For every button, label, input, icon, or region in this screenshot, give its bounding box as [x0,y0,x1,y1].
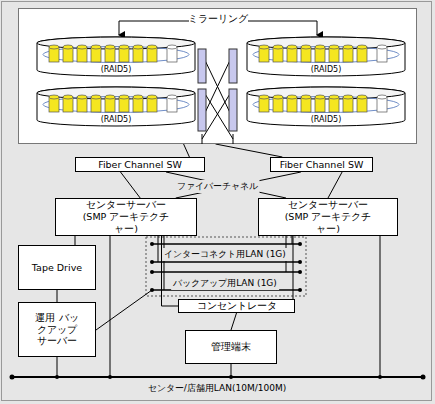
connector [184,144,190,157]
disk-array: (RAID5) [246,86,406,127]
connector [293,236,295,306]
device-box: センターサーバー (SMP アーキテクチャー) [258,198,398,236]
connector [216,144,283,157]
storage-enclosure: ミラーリング (RAID5) (RAID5) (RAID5) (RAID5) [18,8,417,144]
device-box: 運用 バックアップ サーバー [18,302,96,357]
lan-label: バックアップ用LAN (1G) [171,277,279,290]
connector [162,236,179,306]
disk-array: (RAID5) [36,86,196,127]
device-box: Fiber Channel SW [75,157,205,172]
disk-array: (RAID5) [36,36,196,77]
device-label: コンセントレータ [197,300,277,312]
device-label: センターサーバー (SMP アーキテクチャー) [283,199,373,235]
lan-label: センター/店舗用LAN(10M/100M) [146,382,288,395]
device-box: Tape Drive [18,245,96,290]
device-box: センターサーバー (SMP アーキテクチャー) [55,198,197,236]
raid-label: (RAID5) [246,115,406,125]
connector [231,313,237,330]
raid-label: (RAID5) [246,65,406,75]
lan-label: インターコネクト用LAN (1G) [162,248,288,261]
device-label: 管理端末 [211,341,251,353]
mirroring-label: ミラーリング [19,13,416,26]
device-label: Tape Drive [32,262,82,274]
connector [57,290,58,302]
connector [328,172,342,198]
device-label: センターサーバー (SMP アーキテクチャー) [81,199,171,235]
device-label: Fiber Channel SW [98,159,182,171]
connector [121,172,141,198]
raid-label: (RAID5) [36,115,196,125]
device-label: 運用 バックアップ サーバー [31,312,83,348]
device-box: 管理端末 [185,330,277,364]
device-box: コンセントレータ [178,299,295,313]
fiber-channel-label: ファイバーチャネル [175,180,260,193]
raid-label: (RAID5) [36,65,196,75]
disk-array: (RAID5) [246,36,406,77]
device-box: Fiber Channel SW [270,157,373,172]
connector [166,172,286,198]
device-label: Fiber Channel SW [280,159,364,171]
